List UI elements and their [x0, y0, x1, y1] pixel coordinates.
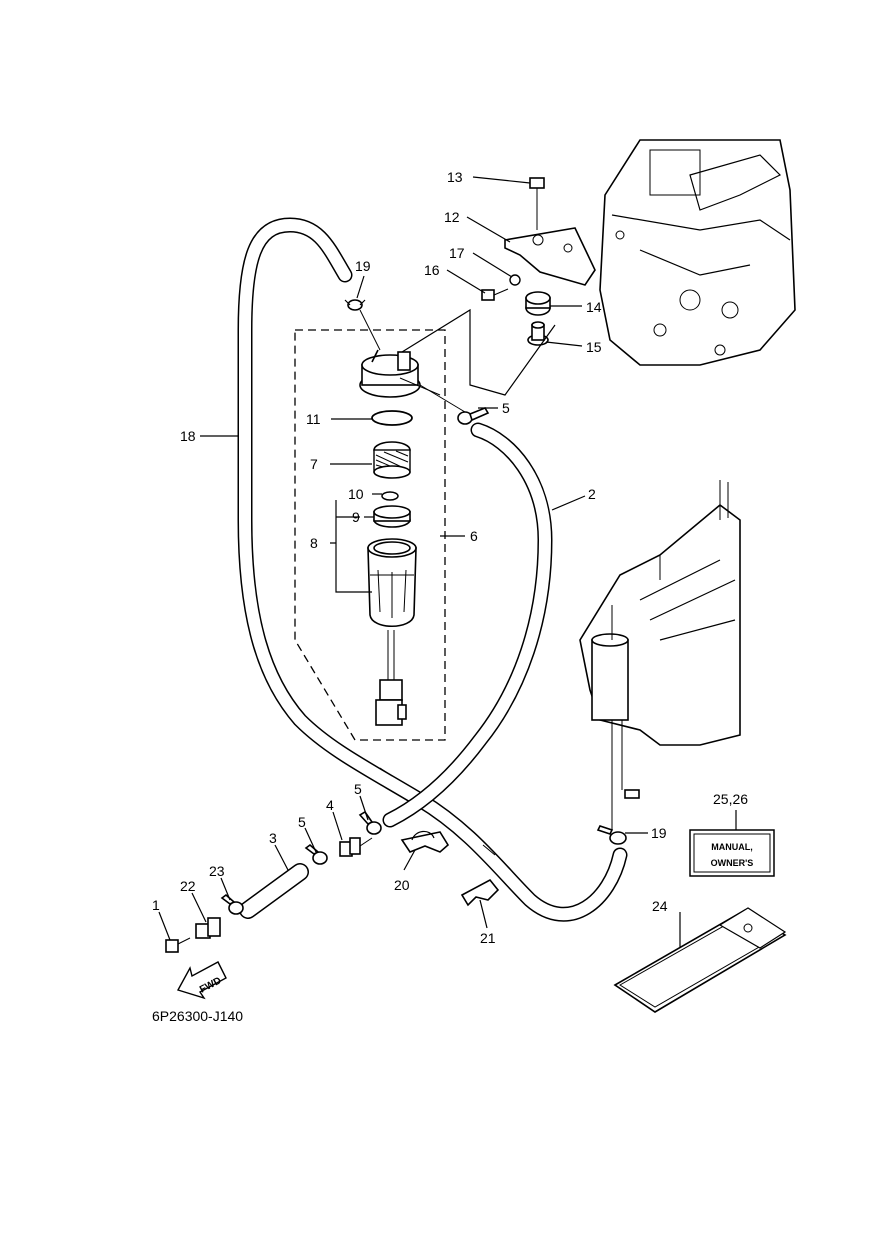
- bolt-13: [529, 177, 545, 230]
- owners-manual-label: MANUAL, OWNER'S: [689, 829, 775, 877]
- callout-4: 4: [326, 797, 334, 813]
- vapor-separator: [579, 480, 741, 830]
- clamp-19-low: [596, 825, 627, 845]
- manual-label-line1: MANUAL,: [711, 842, 753, 852]
- filter-assembly-box: [294, 329, 446, 741]
- callout-5-low: 5: [298, 814, 306, 830]
- bolt-16: [481, 288, 509, 301]
- clamp-5-mid: [358, 810, 382, 835]
- callout-17: 17: [449, 245, 465, 261]
- holder-21: [460, 878, 500, 907]
- o-ring-11: [371, 410, 413, 426]
- callout-2526: 25,26: [713, 791, 748, 807]
- washer-17: [509, 274, 521, 286]
- callout-3: 3: [269, 830, 277, 846]
- callout-12: 12: [444, 209, 460, 225]
- joint-4: [339, 837, 373, 857]
- callout-6: 6: [470, 528, 478, 544]
- callout-24: 24: [652, 898, 668, 914]
- callout-10: 10: [348, 486, 364, 502]
- callout-2: 2: [588, 486, 596, 502]
- fwd-arrow: FWD: [176, 961, 227, 1000]
- callout-21: 21: [480, 930, 496, 946]
- plug-1: [165, 937, 191, 953]
- drawing-code: 6P26300-J140: [152, 1008, 243, 1024]
- clamp-5-low: [304, 843, 328, 865]
- filter-cup-8: [367, 538, 417, 726]
- engine-upper-block: [599, 139, 796, 366]
- collar-15: [527, 321, 549, 346]
- clamp-19-top: [344, 299, 381, 351]
- float-9: [373, 505, 411, 528]
- callout-7: 7: [310, 456, 318, 472]
- joint-22: [195, 917, 221, 939]
- clamp-23: [220, 893, 244, 915]
- callout-15: 15: [586, 339, 602, 355]
- callout-19-top: 19: [355, 258, 371, 274]
- filter-head: [359, 349, 466, 413]
- clamp-5-top: [457, 407, 490, 425]
- callout-9: 9: [352, 509, 360, 525]
- callout-8: 8: [310, 535, 318, 551]
- callout-22: 22: [180, 878, 196, 894]
- callout-5-mid: 5: [354, 781, 362, 797]
- callout-18: 18: [180, 428, 196, 444]
- fuel-hose-2: [382, 422, 553, 828]
- callout-13: 13: [447, 169, 463, 185]
- callout-1: 1: [152, 897, 160, 913]
- fuel-hose-18: [237, 217, 628, 922]
- callout-19-low: 19: [651, 825, 667, 841]
- holder-20: [400, 830, 450, 853]
- hose-3: [239, 863, 309, 919]
- callout-16: 16: [424, 262, 440, 278]
- callout-23: 23: [209, 863, 225, 879]
- plastic-bag-24: [613, 907, 787, 1013]
- manual-label-line2: OWNER'S: [711, 858, 754, 868]
- callout-20: 20: [394, 877, 410, 893]
- bracket-12: [504, 227, 596, 286]
- callout-14: 14: [586, 299, 602, 315]
- filter-element-7: [373, 441, 411, 479]
- callout-11: 11: [306, 411, 321, 427]
- clip-10: [381, 491, 399, 501]
- callout-labels: 13 12 17 16 14 15 19 5 11 18 7 10 2 9 6 …: [152, 169, 748, 946]
- grommet-14: [525, 291, 551, 316]
- callout-5-top: 5: [502, 400, 510, 416]
